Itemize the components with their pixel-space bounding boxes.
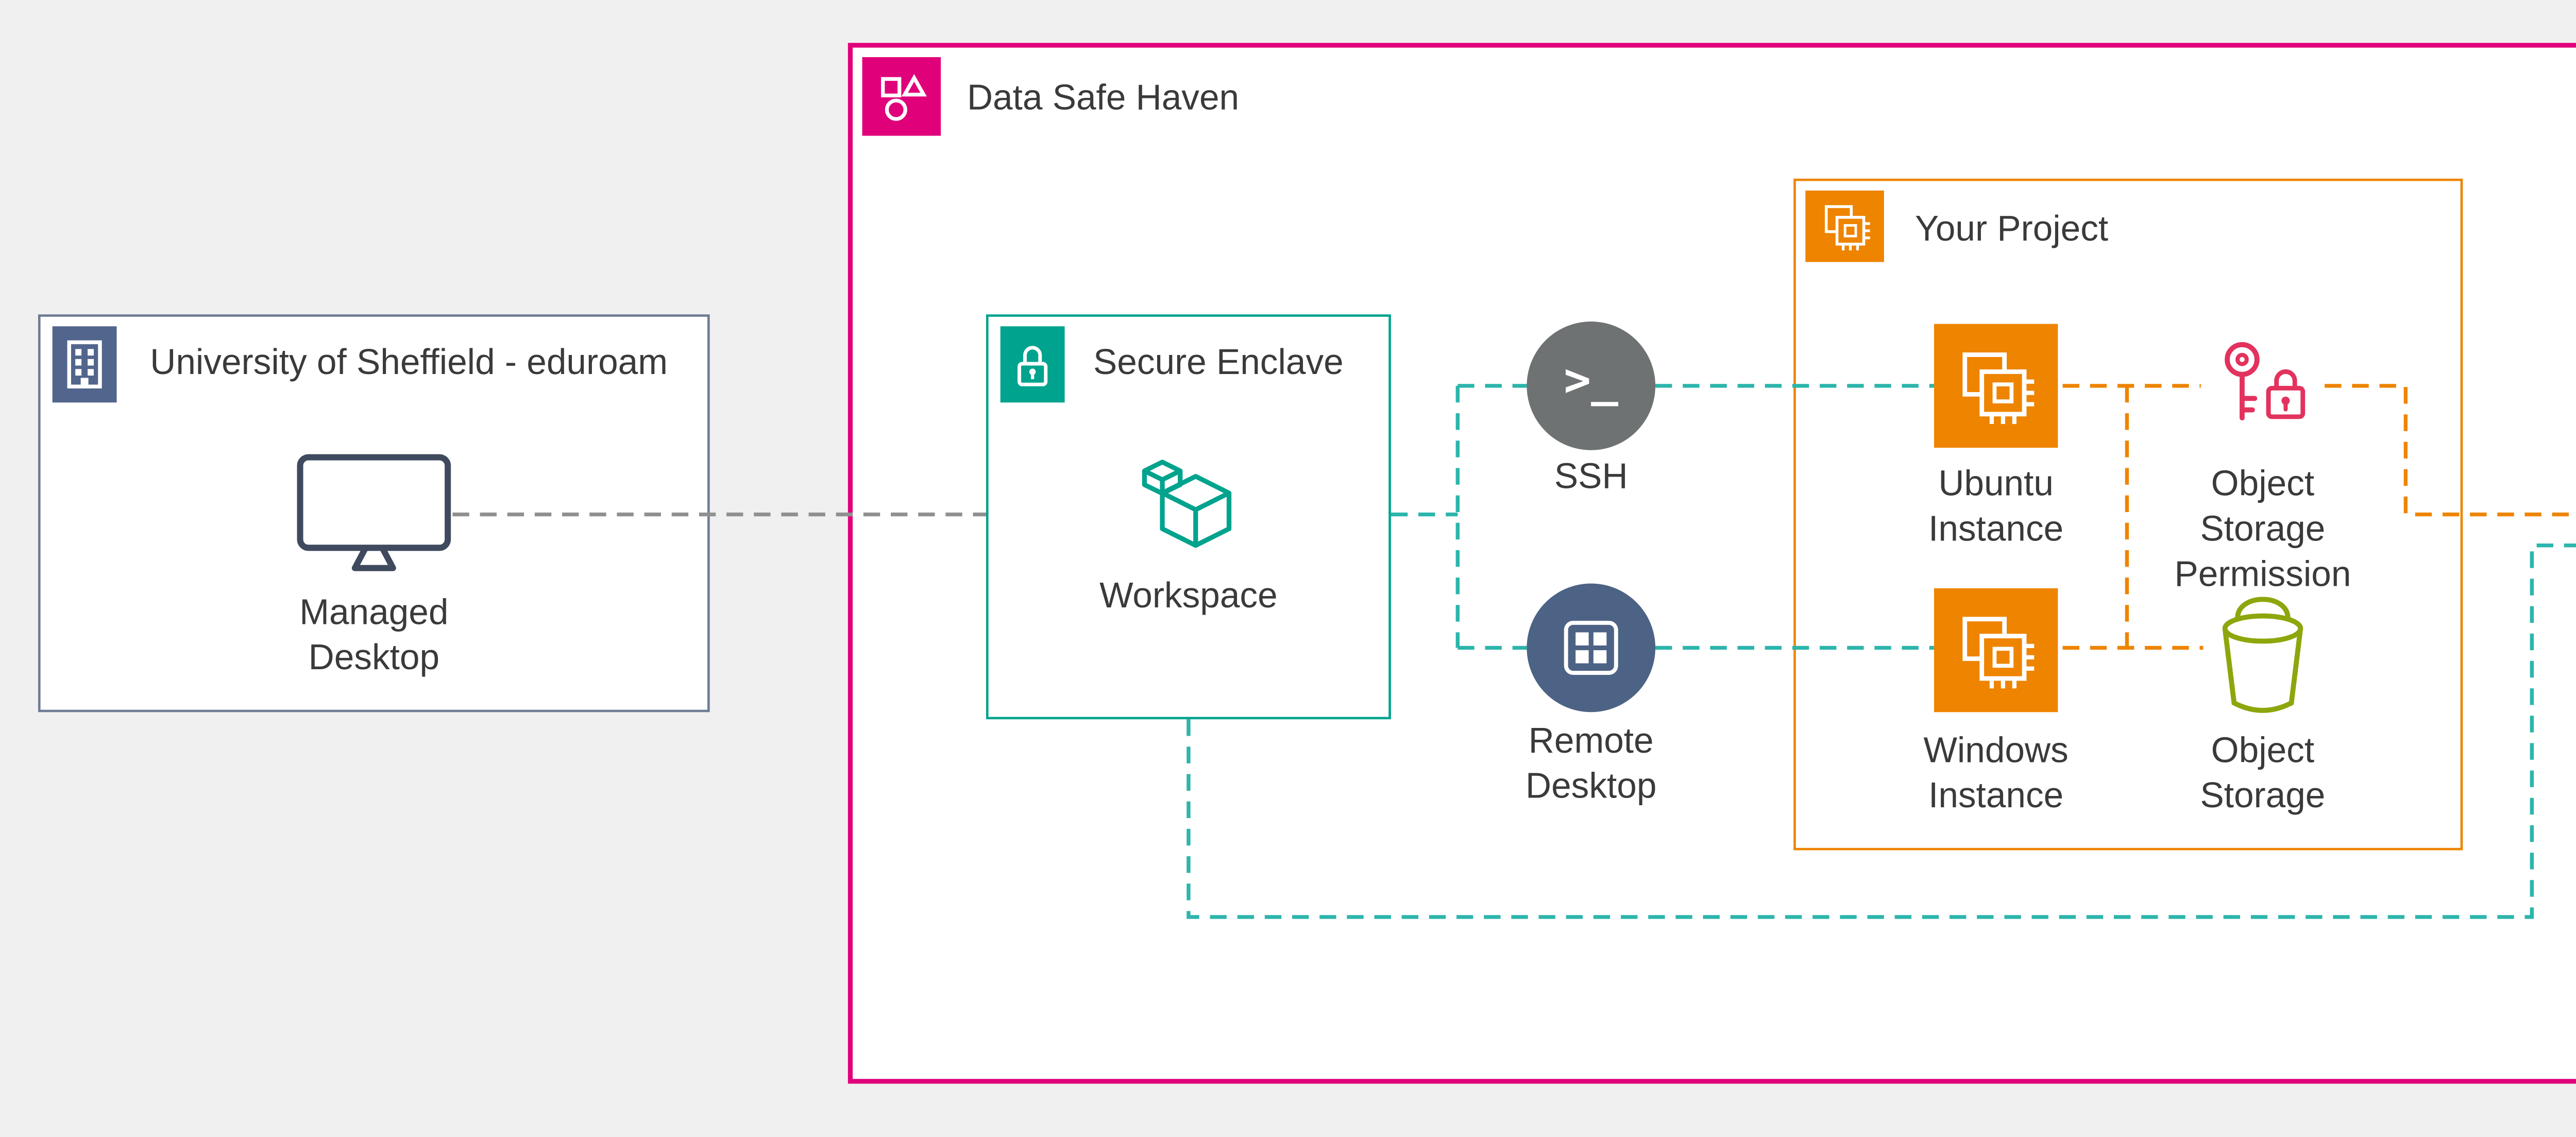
padlock-glyph	[1018, 345, 1048, 385]
remote-desktop-node	[1527, 583, 1656, 712]
chip-icon	[1823, 205, 1869, 251]
windows-instance-label: Windows Instance	[1923, 731, 2069, 817]
dsh-logo-glyph	[879, 73, 926, 120]
dsh-title: Data Safe Haven	[967, 78, 1240, 120]
remote-desktop-label: Remote Desktop	[1526, 721, 1657, 808]
workspace-label: Workspace	[1099, 576, 1278, 617]
project-chip-icon	[1805, 190, 1884, 262]
workspace-box-icon	[1142, 460, 1232, 548]
windows-instance-icon	[1934, 588, 2058, 712]
remote-desktop-icon	[1564, 621, 1618, 675]
ssh-terminal-icon: >_	[1564, 354, 1619, 408]
object-storage-permission-icon	[2201, 324, 2325, 448]
key-lock-icon	[2225, 342, 2306, 421]
monitor-icon	[297, 454, 451, 571]
workspace-icon	[1131, 450, 1246, 565]
dsh-logo-icon	[862, 57, 941, 136]
chip-icon	[1962, 352, 2035, 425]
firewall-label: Firewall	[2565, 588, 2576, 634]
university-title: University of Sheffield - eduroam	[150, 343, 668, 384]
your-project-title: Your Project	[1914, 209, 2109, 250]
internal-services-label: Internal Services	[2565, 326, 2576, 417]
ubuntu-instance-icon	[1934, 324, 2058, 448]
ssh-node: >_	[1527, 321, 1656, 450]
bucket-icon	[2222, 597, 2303, 713]
object-storage-icon	[2203, 584, 2322, 722]
building-icon	[52, 326, 117, 403]
chip-icon	[1962, 617, 2035, 689]
building-glyph	[67, 340, 102, 389]
managed-desktop-label: Managed Desktop	[299, 593, 449, 679]
padlock-icon	[1000, 326, 1065, 403]
ssh-label: SSH	[1554, 457, 1628, 498]
ubuntu-instance-label: Ubuntu Instance	[1928, 464, 2064, 550]
object-storage-permission-label: Object Storage Permission	[2174, 464, 2351, 596]
managed-desktop-icon	[295, 452, 452, 576]
object-storage-label: Object Storage	[2200, 731, 2326, 817]
secure-enclave-title: Secure Enclave	[1093, 343, 1344, 384]
